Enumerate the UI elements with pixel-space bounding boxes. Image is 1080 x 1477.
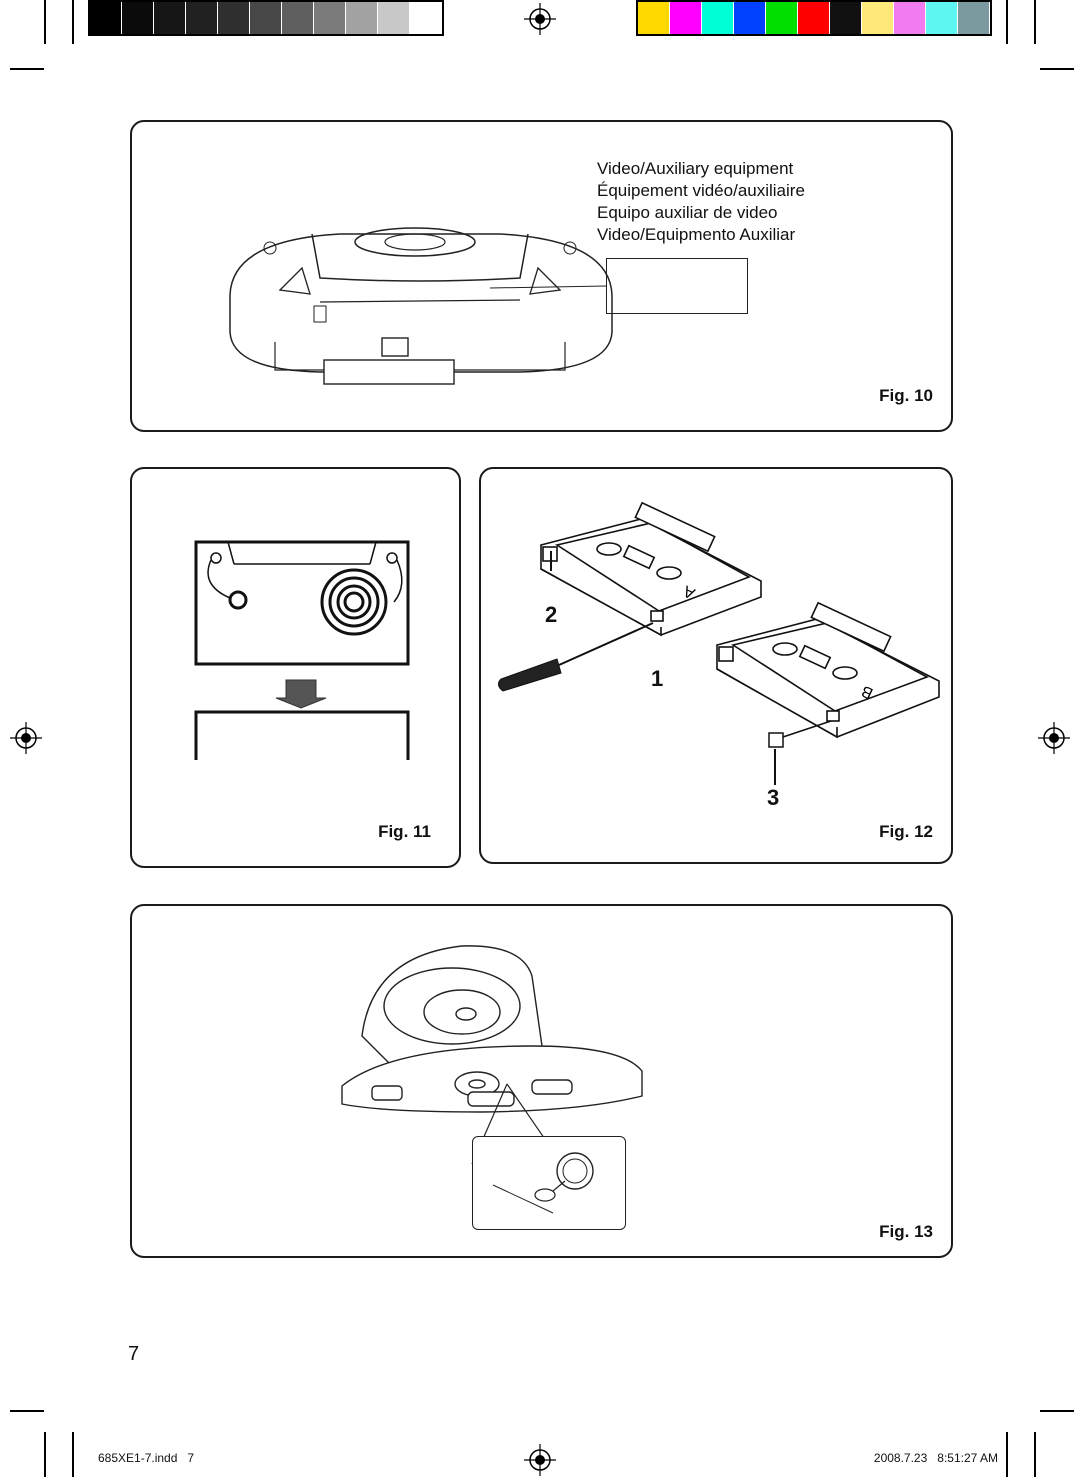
color-swatch [314, 2, 345, 34]
footer-filename: 685XE1-7.indd 7 [98, 1451, 195, 1465]
registration-mark-icon [1038, 722, 1070, 754]
video-label-pt: Video/Equipmento Auxiliar [597, 225, 796, 244]
lens-closeup-box [472, 1136, 626, 1230]
grayscale-color-bar [88, 0, 444, 36]
crop-mark [10, 68, 44, 70]
color-swatch [670, 2, 701, 34]
crop-mark [1040, 68, 1074, 70]
video-label-es: Equipo auxiliar de video [597, 203, 778, 222]
crop-mark [72, 0, 74, 44]
boombox-front-illustration [229, 227, 613, 385]
crop-mark [10, 1410, 44, 1412]
fig13-label: Fig. 13 [879, 1222, 933, 1241]
step-1-number: 1 [651, 666, 664, 691]
color-swatch [378, 2, 409, 34]
crop-mark [1040, 1410, 1074, 1412]
color-swatch [798, 2, 829, 34]
fig11-panel: Fig. 11 [130, 467, 461, 868]
color-swatch [638, 2, 669, 34]
color-swatch [958, 2, 989, 34]
color-swatch [154, 2, 185, 34]
cassettes-and-screwdriver-illustration: A B [497, 501, 940, 785]
color-swatch [346, 2, 377, 34]
fig12-panel: A B 2 1 3 Fig. 12 [479, 467, 953, 864]
fig11-label: Fig. 11 [378, 822, 431, 841]
crop-mark [44, 0, 46, 44]
fig10-label: Fig. 10 [879, 386, 933, 405]
fig10-panel: Video/Auxiliary equipment Équipement vid… [130, 120, 953, 432]
crop-mark [1034, 0, 1036, 44]
color-swatch [410, 2, 441, 34]
fig12-label: Fig. 12 [879, 822, 933, 841]
crop-mark [1006, 0, 1008, 44]
fig13-panel: Fig. 13 [130, 904, 953, 1258]
step-2-number: 2 [545, 602, 558, 627]
crop-mark [1006, 1432, 1008, 1477]
video-equipment-labels: Video/Auxiliary equipment Équipement vid… [597, 158, 805, 246]
color-swatch [766, 2, 797, 34]
step-3-number: 3 [767, 785, 780, 810]
cd-lid-open-illustration [341, 945, 643, 1165]
registration-mark-icon [524, 1444, 556, 1476]
color-swatch [282, 2, 313, 34]
color-swatch [894, 2, 925, 34]
process-color-bar [636, 0, 992, 36]
registration-mark-icon [524, 3, 556, 35]
color-swatch [830, 2, 861, 34]
color-swatch [926, 2, 957, 34]
crop-mark [72, 1432, 74, 1477]
color-swatch [186, 2, 217, 34]
color-swatch [250, 2, 281, 34]
color-swatch [702, 2, 733, 34]
lens-cleaning-icon [492, 1152, 594, 1214]
video-label-fr: Équipement vidéo/auxiliaire [597, 181, 805, 200]
cassette-tape-illustration [194, 540, 410, 760]
registration-mark-icon [10, 722, 42, 754]
crop-mark [44, 1432, 46, 1477]
color-swatch [90, 2, 121, 34]
color-swatch [218, 2, 249, 34]
crop-mark [1034, 1432, 1036, 1477]
video-label-en: Video/Auxiliary equipment [597, 159, 794, 178]
video-equipment-box [606, 258, 748, 314]
footer-timestamp: 2008.7.23 8:51:27 AM [873, 1451, 998, 1465]
color-swatch [734, 2, 765, 34]
page-number: 7 [128, 1343, 140, 1365]
color-swatch [862, 2, 893, 34]
color-swatch [122, 2, 153, 34]
